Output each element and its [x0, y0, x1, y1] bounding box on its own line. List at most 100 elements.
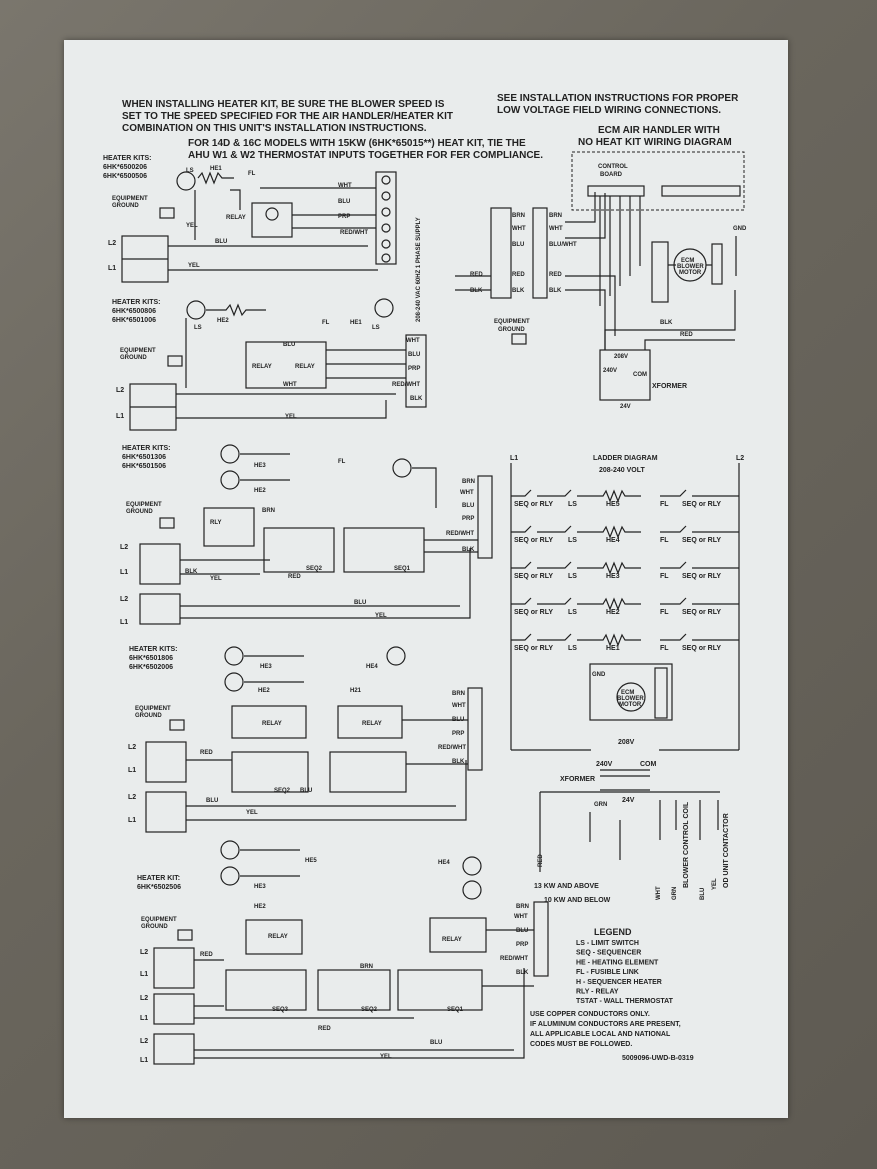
- svg-text:RED/WHT: RED/WHT: [446, 531, 474, 537]
- rung-element-label: HE3: [606, 573, 620, 580]
- svg-text:RED: RED: [680, 332, 693, 338]
- svg-text:L1: L1: [116, 413, 124, 420]
- part-number: 5009096-UWD-B-0319: [622, 1055, 694, 1062]
- legend-item: TSTAT - WALL THERMOSTAT: [576, 998, 674, 1005]
- svg-text:BLU/WHT: BLU/WHT: [549, 242, 577, 248]
- rung-switch-label: SEQ or RLY: [682, 609, 721, 616]
- limit-switch-icon: [374, 298, 394, 318]
- svg-text:XFORMER: XFORMER: [652, 383, 687, 390]
- svg-text:YEL: YEL: [246, 810, 258, 816]
- legend-item: FL - FUSIBLE LINK: [576, 969, 639, 976]
- svg-text:EQUIPMENT: EQUIPMENT: [494, 319, 530, 325]
- rung-switch-label: SEQ or RLY: [514, 609, 553, 616]
- heater-kit-model: 6HK*6501306: [122, 454, 166, 461]
- svg-text:BRN: BRN: [262, 508, 275, 514]
- svg-text:RED: RED: [470, 272, 483, 278]
- rung-element-label: HE4: [606, 537, 620, 544]
- svg-text:L2: L2: [120, 544, 128, 551]
- svg-text:L1: L1: [128, 767, 136, 774]
- svg-text:WHT: WHT: [338, 183, 352, 189]
- svg-text:L1: L1: [140, 1015, 148, 1022]
- svg-text:BLK: BLK: [462, 547, 475, 553]
- svg-text:BLK: BLK: [549, 288, 562, 294]
- svg-text:13 KW AND ABOVE: 13 KW AND ABOVE: [534, 883, 599, 890]
- rung-element-label: HE1: [606, 645, 620, 652]
- svg-text:HE2: HE2: [254, 904, 266, 910]
- power-terminal-block: [139, 543, 181, 585]
- svg-text:GROUND: GROUND: [141, 924, 168, 930]
- rung-fl-label: FL: [660, 609, 669, 616]
- svg-text:BLK: BLK: [410, 396, 423, 402]
- svg-text:WHEN INSTALLING HEATER KIT, BE: WHEN INSTALLING HEATER KIT, BE SURE THE …: [122, 99, 445, 110]
- rung-element-label: HE5: [606, 501, 620, 508]
- svg-text:RED: RED: [200, 750, 213, 756]
- svg-text:L2: L2: [128, 794, 136, 801]
- svg-text:EQUIPMENT: EQUIPMENT: [126, 502, 162, 508]
- svg-text:BRN: BRN: [462, 479, 475, 485]
- svg-text:GROUND: GROUND: [498, 327, 525, 333]
- svg-text:USE COPPER CONDUCTORS ONLY.: USE COPPER CONDUCTORS ONLY.: [530, 1011, 650, 1018]
- svg-text:RED: RED: [549, 272, 562, 278]
- svg-text:PRP: PRP: [462, 516, 474, 522]
- svg-text:LS: LS: [186, 168, 194, 174]
- svg-text:EQUIPMENT: EQUIPMENT: [112, 196, 148, 202]
- relay-pair: [337, 705, 403, 739]
- svg-text:SET TO THE SPEED SPECIFIED FOR: SET TO THE SPEED SPECIFIED FOR THE AIR H…: [122, 111, 453, 122]
- svg-text:L1: L1: [108, 265, 116, 272]
- svg-text:EQUIPMENT: EQUIPMENT: [141, 917, 177, 923]
- svg-text:RED: RED: [318, 1026, 331, 1032]
- svg-text:WHT: WHT: [283, 382, 297, 388]
- svg-text:SEQ2: SEQ2: [361, 1007, 378, 1013]
- svg-text:BRN: BRN: [516, 904, 529, 910]
- svg-text:10 KW AND BELOW: 10 KW AND BELOW: [544, 897, 611, 904]
- rung-fl-label: FL: [660, 537, 669, 544]
- svg-text:HE1: HE1: [210, 166, 222, 172]
- svg-text:GND: GND: [592, 672, 606, 678]
- svg-text:L1: L1: [128, 817, 136, 824]
- svg-text:BLU: BLU: [283, 342, 295, 348]
- power-terminal-block: [139, 593, 181, 625]
- svg-text:LOW VOLTAGE FIELD WIRING CONNE: LOW VOLTAGE FIELD WIRING CONNECTIONS.: [497, 105, 721, 116]
- legend-item: HE - HEATING ELEMENT: [576, 959, 659, 966]
- svg-text:BLU: BLU: [338, 199, 350, 205]
- terminal-strip: [467, 687, 483, 771]
- svg-text:PRP: PRP: [516, 942, 528, 948]
- svg-text:BLOWER: BLOWER: [677, 264, 704, 270]
- legend-item: LS - LIMIT SWITCH: [576, 940, 639, 947]
- svg-text:BLU: BLU: [206, 798, 218, 804]
- svg-text:HE1: HE1: [350, 320, 362, 326]
- heater-kit-model: 6HK*6502006: [129, 664, 173, 671]
- rung-fl-label: FL: [660, 501, 669, 508]
- svg-text:WHT: WHT: [514, 914, 528, 920]
- svg-text:WHT: WHT: [512, 226, 526, 232]
- svg-text:BRN: BRN: [549, 213, 562, 219]
- svg-text:YEL: YEL: [712, 878, 718, 890]
- svg-text:RELAY: RELAY: [252, 364, 272, 370]
- svg-text:L2: L2: [128, 744, 136, 751]
- svg-text:240V: 240V: [603, 368, 617, 374]
- svg-text:AHU W1 & W2 THERMOSTAT INPUTS: AHU W1 & W2 THERMOSTAT INPUTS TOGETHER F…: [188, 150, 543, 161]
- svg-text:FL: FL: [338, 459, 346, 465]
- svg-text:HE2: HE2: [254, 488, 266, 494]
- control-board-connector: [661, 185, 741, 197]
- svg-text:L2: L2: [736, 455, 744, 462]
- svg-text:GROUND: GROUND: [135, 713, 162, 719]
- heater-kit-section-5: HEATER KIT: 6HK*6502506 EQUIPMENT GROUND…: [137, 840, 549, 1065]
- sequencer-seq3: [225, 969, 307, 1011]
- svg-text:208-240 VOLT: 208-240 VOLT: [599, 467, 646, 474]
- heater-kit-section-2: HEATER KITS: 6HK*6500806 6HK*6501006 EQU…: [112, 298, 427, 431]
- svg-text:ALL APPLICABLE LOCAL AND NATIO: ALL APPLICABLE LOCAL AND NATIONAL: [530, 1031, 671, 1038]
- power-terminal-block: [153, 993, 195, 1025]
- relay-icon: [429, 917, 487, 953]
- svg-text:LADDER DIAGRAM: LADDER DIAGRAM: [593, 455, 658, 462]
- note-low-voltage: SEE INSTALLATION INSTRUCTIONS FOR PROPER…: [497, 93, 739, 116]
- svg-text:BRN: BRN: [512, 213, 525, 219]
- ladder-diagram: L1 L2 LADDER DIAGRAM 208-240 VOLT SEQ or…: [510, 455, 744, 904]
- sequencer-seq1: [397, 969, 483, 1011]
- svg-text:HE3: HE3: [254, 463, 266, 469]
- svg-text:208V: 208V: [618, 739, 635, 746]
- heater-kit-section-4: HEATER KITS: 6HK*6501806 6HK*6502006 EQU…: [128, 646, 483, 833]
